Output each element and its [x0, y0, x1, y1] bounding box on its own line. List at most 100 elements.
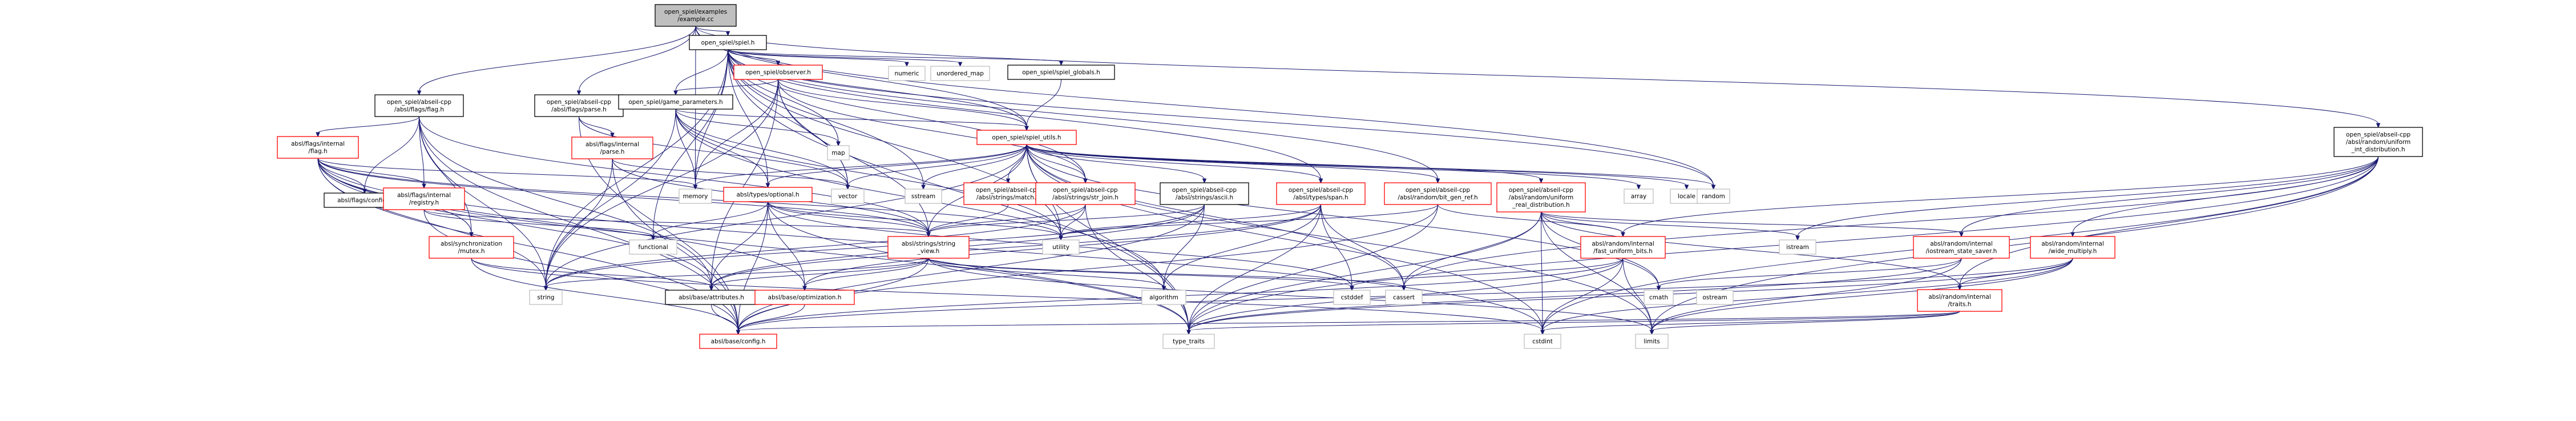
node-vector[interactable]: vector	[831, 189, 865, 204]
node-optional[interactable]: absl/types/optional.h	[723, 187, 813, 202]
node-istream[interactable]: istream	[1779, 239, 1816, 255]
edge-uniform_int-to-limits	[1652, 156, 2379, 331]
edge-span-to-attributes	[711, 204, 1321, 287]
node-ostream[interactable]: ostream	[1696, 290, 1734, 305]
node-box	[1524, 334, 1561, 349]
edge-arrowhead	[1684, 185, 1689, 190]
edge-uniform_int-to-fast_uniform_bits	[1622, 156, 2379, 234]
node-fast-uniform-bits[interactable]: absl/random/internal/fast_uniform_bits.h	[1580, 236, 1666, 259]
node-cstddef[interactable]: cstddef	[1333, 290, 1371, 305]
node-label: vector	[838, 193, 858, 200]
node-utility[interactable]: utility	[1042, 239, 1080, 255]
node-cstdint[interactable]: cstdint	[1524, 334, 1561, 349]
node-algorithm[interactable]: algorithm	[1141, 290, 1186, 305]
node-label: /wide_multiply.h	[2049, 248, 2097, 255]
node-label: open_spiel/examples	[664, 9, 727, 15]
node-map[interactable]: map	[827, 145, 850, 161]
node-string[interactable]: string	[529, 290, 563, 305]
node-random[interactable]: random	[1697, 189, 1730, 204]
edge-spiel_utils-to-memory	[695, 144, 1027, 186]
edge-spiel_h-to-unordered_map	[728, 49, 960, 63]
edge-spiel_h-to-map	[728, 49, 839, 143]
node-limits[interactable]: limits	[1635, 334, 1669, 349]
edge-spiel_utils-to-limits	[1026, 144, 1652, 331]
node-game-params[interactable]: open_spiel/game_parameters.h	[618, 94, 733, 110]
node-box	[374, 94, 464, 117]
node-label: map	[831, 150, 845, 157]
edge-arrowhead	[651, 235, 656, 241]
node-flags-internal-parse[interactable]: absl/flags/internal/parse.h	[571, 137, 653, 159]
node-numeric[interactable]: numeric	[888, 66, 926, 81]
node-str-join[interactable]: open_spiel/abseil-cpp/absl/strings/str_j…	[1035, 182, 1136, 205]
node-cmath[interactable]: cmath	[1644, 290, 1674, 305]
edge-random_traits-to-limits	[1652, 311, 1960, 331]
node-string-view[interactable]: absl/strings/string_view.h	[887, 236, 970, 259]
edge-ascii-to-string	[546, 204, 1205, 287]
node-uniform-int[interactable]: open_spiel/abseil-cpp/absl/random/unifor…	[2333, 127, 2423, 157]
edge-observer-to-spiel_utils	[778, 79, 1027, 127]
node-memory[interactable]: memory	[679, 189, 712, 204]
edge-wide_multiply-to-random_traits	[1959, 258, 2073, 287]
edge-optional-to-string_view	[768, 201, 929, 234]
node-unordered-map[interactable]: unordered_map	[930, 66, 990, 81]
edge-arrowhead	[725, 31, 730, 37]
node-label: utility	[1052, 244, 1069, 251]
node-bit-gen-ref[interactable]: open_spiel/abseil-cpp/absl/random/bit_ge…	[1384, 182, 1492, 205]
edge-spiel_h-to-game_params	[675, 49, 728, 92]
node-random-traits[interactable]: absl/random/internal/traits.h	[1917, 289, 2002, 312]
edge-arrowhead	[576, 90, 582, 96]
node-wide-multiply[interactable]: absl/random/internal/wide_multiply.h	[2030, 236, 2115, 259]
node-sstream[interactable]: sstream	[905, 189, 942, 204]
node-label: open_spiel/abseil-cpp	[1509, 187, 1574, 194]
edge-arrowhead	[958, 62, 963, 67]
edge-spiel_utils-to-match	[1008, 144, 1027, 180]
edge-string_view-to-optimization	[804, 258, 929, 287]
edge-optional-to-optimization	[768, 201, 805, 287]
node-uniform-real[interactable]: open_spiel/abseil-cpp/absl/random/unifor…	[1496, 182, 1586, 212]
edge-span-to-type_traits	[1188, 204, 1321, 331]
node-array[interactable]: array	[1624, 189, 1654, 204]
node-observer[interactable]: open_spiel/observer.h	[733, 65, 823, 80]
node-cassert[interactable]: cassert	[1385, 290, 1423, 305]
node-parse-h[interactable]: open_spiel/abseil-cpp/absl/flags/parse.h	[534, 94, 624, 117]
node-label: absl/base/config.h	[711, 338, 766, 345]
node-flags-internal-flag[interactable]: absl/flags/internal/flag.h	[277, 136, 359, 159]
node-box	[534, 94, 624, 117]
node-label: cmath	[1649, 294, 1668, 301]
node-type-traits[interactable]: type_traits	[1162, 334, 1215, 349]
node-box	[2030, 236, 2115, 259]
edge-flag_h-to-string	[419, 116, 546, 287]
node-base-config[interactable]: absl/base/config.h	[699, 334, 777, 349]
node-ascii[interactable]: open_spiel/abseil-cpp/absl/strings/ascii…	[1160, 182, 1249, 205]
node-sync-mutex[interactable]: absl/synchronization/mutex.h	[429, 236, 514, 259]
node-functional[interactable]: functional	[629, 239, 677, 255]
node-spiel-utils[interactable]: open_spiel/spiel_utils.h	[976, 130, 1077, 145]
node-flags-registry[interactable]: absl/flags/internal/registry.h	[383, 187, 465, 210]
node-attributes[interactable]: absl/base/attributes.h	[665, 290, 758, 305]
node-spiel-h[interactable]: open_spiel/spiel.h	[689, 35, 767, 50]
edge-optional-to-attributes	[711, 201, 768, 287]
edge-uniform_int-to-istream	[1797, 156, 2379, 237]
edge-spiel_utils-to-vector	[847, 144, 1027, 186]
node-flag-h[interactable]: open_spiel/abseil-cpp/absl/flags/flag.h	[374, 94, 464, 117]
edge-uniform_real-to-istream	[1541, 211, 1798, 237]
edge-uniform_real-to-limits	[1541, 211, 1652, 331]
node-root[interactable]: open_spiel/examples/example.cc	[655, 4, 737, 27]
edge-root-to-parse_h	[579, 26, 696, 92]
edge-span-to-algorithm	[1164, 204, 1321, 287]
node-label: /absl/strings/str_join.h	[1052, 194, 1119, 201]
node-box	[655, 4, 737, 27]
node-iostream-state-saver[interactable]: absl/random/internal/iostream_state_save…	[1913, 236, 2010, 259]
node-label: open_spiel/game_parameters.h	[628, 99, 722, 106]
node-span[interactable]: open_spiel/abseil-cpp/absl/types/span.h	[1276, 182, 1366, 205]
edge-spiel_h-to-spiel_globals	[728, 49, 1061, 62]
edge-sync_mutex-to-attributes	[471, 258, 712, 287]
node-label: /absl/types/span.h	[1293, 194, 1348, 201]
node-box	[976, 130, 1077, 145]
node-box	[629, 239, 677, 255]
node-box	[1384, 182, 1492, 205]
node-optimization[interactable]: absl/base/optimization.h	[754, 290, 855, 305]
node-spiel-globals[interactable]: open_spiel/spiel_globals.h	[1007, 65, 1115, 80]
edge-arrowhead	[1435, 178, 1440, 184]
edge-optional-to-type_traits	[768, 201, 1189, 331]
